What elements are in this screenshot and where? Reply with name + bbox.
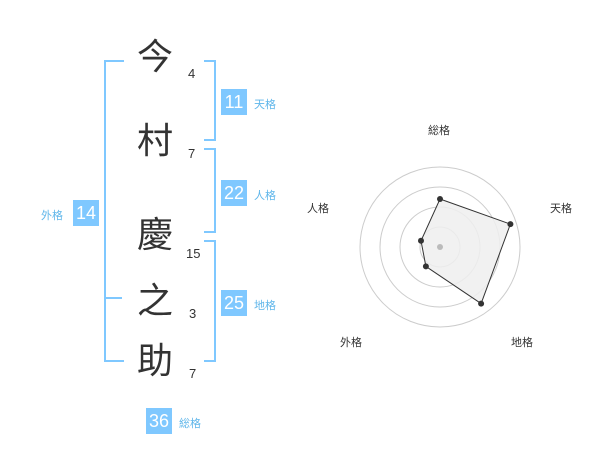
gaikaku-bracket: [104, 60, 124, 362]
radar-point-jinkaku: [418, 237, 424, 244]
stroke-count-1: 4: [188, 66, 196, 81]
soukaku-label: 総格: [179, 417, 201, 430]
radar-label-gaikaku: 外格: [340, 335, 362, 349]
jinkaku-value: 22: [221, 180, 247, 206]
name-char-1: 今: [136, 37, 173, 78]
chikaku-bracket: [204, 240, 216, 362]
jinkaku-label: 人格: [254, 189, 276, 202]
stroke-count-2: 7: [188, 146, 196, 161]
name-char-3: 慶: [136, 215, 173, 256]
radar-point-chikaku: [478, 300, 485, 307]
radar-label-chikaku: 地格: [511, 335, 533, 349]
name-char-4: 之: [136, 281, 173, 322]
radar-shape: [420, 198, 512, 305]
name-char-2: 村: [136, 121, 173, 162]
radar-label-tenkaku: 天格: [550, 201, 572, 215]
stroke-count-5: 7: [189, 366, 197, 381]
soukaku-value: 36: [146, 408, 172, 434]
stroke-count-3: 15: [186, 246, 201, 261]
radar-point-gaikaku: [422, 263, 429, 270]
radar-point-soukaku: [437, 196, 443, 202]
tenkaku-label: 天格: [254, 98, 276, 111]
radar-ring-4: [359, 166, 521, 328]
jinkaku-bracket: [204, 148, 216, 233]
gaikaku-bracket-notch: [106, 297, 122, 299]
radar-label-jinkaku: 人格: [307, 201, 329, 215]
gaikaku-value: 14: [73, 200, 99, 226]
radar-points: [418, 196, 514, 307]
radar-center-dot: [437, 244, 443, 250]
gaikaku-label: 外格: [41, 209, 63, 222]
radar-label-soukaku: 総格: [428, 123, 450, 137]
tenkaku-bracket: [204, 60, 216, 141]
chikaku-label: 地格: [254, 299, 276, 312]
tenkaku-value: 11: [221, 89, 247, 115]
stroke-count-4: 3: [189, 306, 197, 321]
radar-point-tenkaku: [507, 221, 514, 228]
chikaku-value: 25: [221, 290, 247, 316]
name-char-5: 助: [136, 341, 173, 382]
